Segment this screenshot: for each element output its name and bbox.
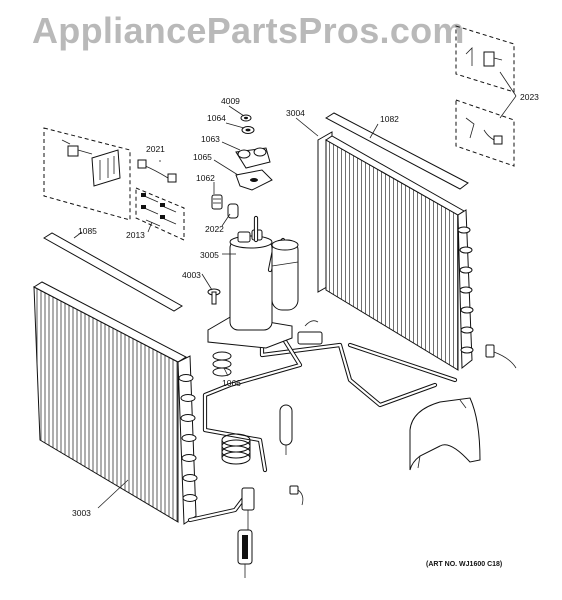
- label-1085: 1085: [78, 226, 97, 236]
- wire-kit-2013: [135, 187, 185, 241]
- nut-4009: [240, 114, 252, 122]
- label-1062: 1062: [196, 173, 215, 183]
- terminal-cover: [235, 147, 271, 169]
- kit-2023-box-bottom: [455, 99, 515, 167]
- capacitor-2022: [227, 203, 239, 219]
- art-number: (ART NO. WJ1600 C18): [426, 561, 502, 568]
- label-3003: 3003: [72, 508, 91, 518]
- label-2023: 2023: [520, 92, 539, 102]
- sensor-clip: [289, 485, 304, 506]
- part-labels: 4009 1064 1063 1065 1062 2021 2013 2022 …: [72, 92, 539, 568]
- grommet-set: [212, 351, 232, 377]
- gasket-1065: [235, 169, 273, 191]
- bracket-clip: [297, 320, 323, 345]
- thermostat-kit-box: [43, 127, 131, 221]
- label-1064: 1064: [207, 113, 226, 123]
- label-3005: 3005: [200, 250, 219, 260]
- refrigerant-tubing: [187, 317, 458, 523]
- kit-2023-box-top: [455, 25, 515, 93]
- top-cover-strip-1082: [324, 112, 469, 190]
- condenser-coil-right: [317, 131, 474, 371]
- sensor-clip-right: [485, 344, 517, 369]
- overload-1062: [211, 194, 223, 210]
- watermark: AppliancePartsPros.com: [32, 10, 465, 51]
- mounting-bolt: [207, 288, 221, 305]
- leader-lines: [73, 71, 517, 509]
- accumulator: [279, 404, 293, 455]
- label-1063: 1063: [201, 134, 220, 144]
- label-1065: 1065: [193, 152, 212, 162]
- label-2022: 2022: [205, 224, 224, 234]
- compressor: [207, 215, 299, 349]
- top-cover-strip-1085: [43, 232, 183, 312]
- capillary-coil: [221, 433, 251, 465]
- label-1066: 1066: [222, 378, 241, 388]
- condenser-coil-left: [32, 281, 198, 525]
- fan-shroud: [409, 397, 481, 471]
- label-2013: 2013: [126, 230, 145, 240]
- label-4003: 4003: [182, 270, 201, 280]
- wire-harness-2021: [137, 159, 177, 183]
- valve-assembly: [237, 487, 255, 578]
- washer-1064: [241, 126, 255, 134]
- label-1082: 1082: [380, 114, 399, 124]
- label-2021: 2021: [146, 144, 165, 154]
- label-3004: 3004: [286, 108, 305, 118]
- label-4009: 4009: [221, 96, 240, 106]
